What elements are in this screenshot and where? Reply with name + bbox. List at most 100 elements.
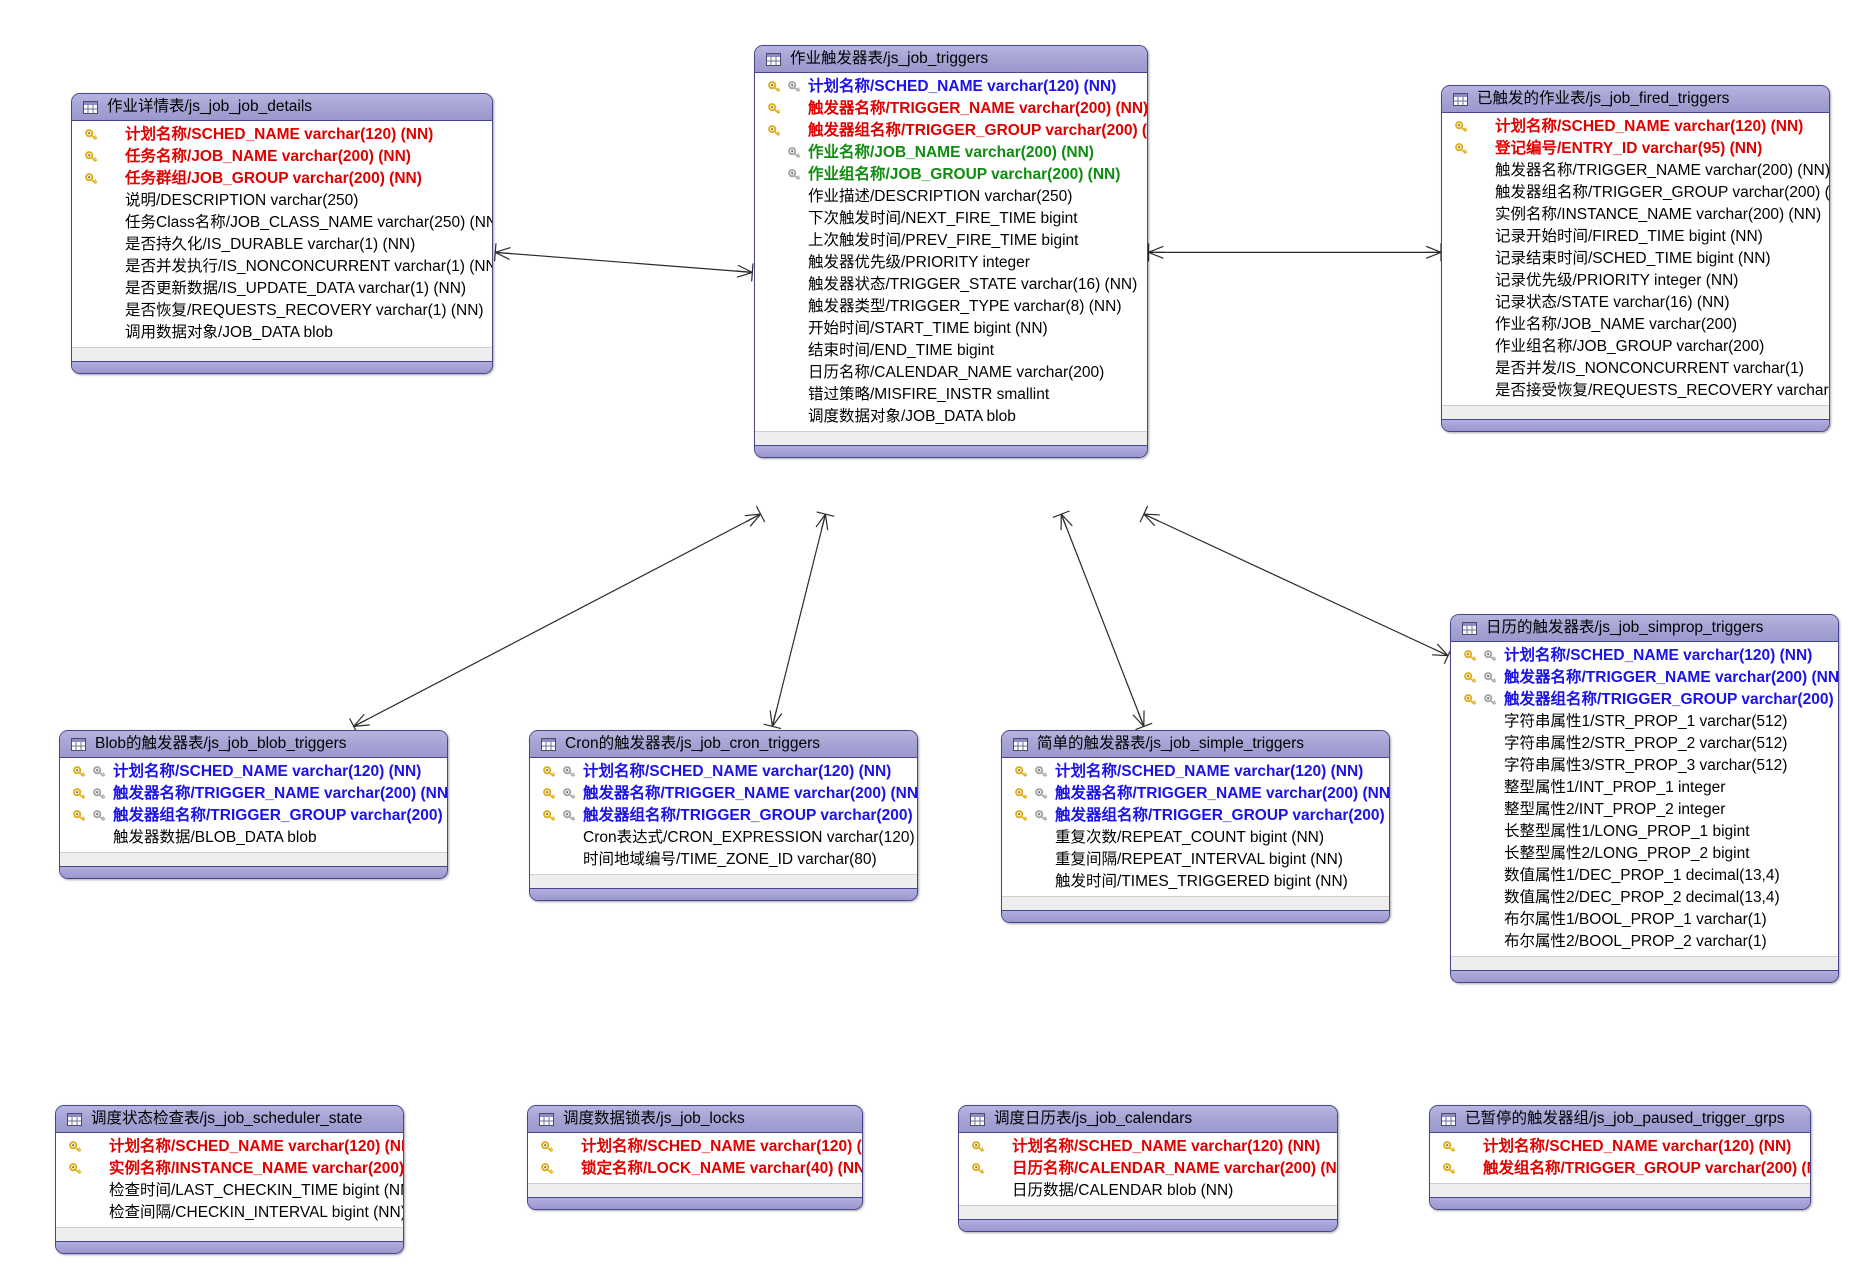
attribute-row[interactable]: 记录状态/STATE varchar(16) (NN): [1442, 292, 1829, 314]
attribute-row[interactable]: 检查间隔/CHECKIN_INTERVAL bigint (NN): [56, 1202, 403, 1224]
attribute-row[interactable]: 触发时间/TIMES_TRIGGERED bigint (NN): [1002, 871, 1389, 893]
attribute-row[interactable]: 计划名称/SCHED_NAME varchar(120) (NN): [72, 124, 492, 146]
entity-header: 简单的触发器表/js_job_simple_triggers: [1002, 731, 1389, 758]
attribute-row[interactable]: 是否更新数据/IS_UPDATE_DATA varchar(1) (NN): [72, 278, 492, 300]
attribute-row[interactable]: 上次触发时间/PREV_FIRE_TIME bigint: [755, 230, 1147, 252]
attribute-row[interactable]: 布尔属性2/BOOL_PROP_2 varchar(1): [1451, 931, 1838, 953]
attribute-row[interactable]: 重复次数/REPEAT_COUNT bigint (NN): [1002, 827, 1389, 849]
attribute-row[interactable]: 是否并发执行/IS_NONCONCURRENT varchar(1) (NN): [72, 256, 492, 278]
gold-key-icon: [81, 172, 101, 187]
attribute-row[interactable]: 是否并发/IS_NONCONCURRENT varchar(1): [1442, 358, 1829, 380]
attribute-row[interactable]: 登记编号/ENTRY_ID varchar(95) (NN): [1442, 138, 1829, 160]
attribute-row[interactable]: 调度数据对象/JOB_DATA blob: [755, 406, 1147, 428]
attribute-row[interactable]: 锁定名称/LOCK_NAME varchar(40) (NN): [528, 1158, 862, 1180]
attribute-row[interactable]: 计划名称/SCHED_NAME varchar(120) (NN): [1442, 116, 1829, 138]
attribute-row[interactable]: 触发器名称/TRIGGER_NAME varchar(200) (NN): [755, 98, 1147, 120]
attribute-row[interactable]: 计划名称/SCHED_NAME varchar(120) (NN): [1451, 645, 1838, 667]
attribute-row[interactable]: 任务Class名称/JOB_CLASS_NAME varchar(250) (N…: [72, 212, 492, 234]
attribute-row[interactable]: 检查时间/LAST_CHECKIN_TIME bigint (NN): [56, 1180, 403, 1202]
attribute-row[interactable]: Cron表达式/CRON_EXPRESSION varchar(120) (NN…: [530, 827, 917, 849]
attribute-row[interactable]: 任务名称/JOB_NAME varchar(200) (NN): [72, 146, 492, 168]
attribute-row[interactable]: 日历名称/CALENDAR_NAME varchar(200) (NN): [959, 1158, 1337, 1180]
attribute-row[interactable]: 触发器组名称/TRIGGER_GROUP varchar(200) (NN): [1442, 182, 1829, 204]
attribute-row[interactable]: 触发器组名称/TRIGGER_GROUP varchar(200) (NN): [1002, 805, 1389, 827]
attribute-row[interactable]: 作业描述/DESCRIPTION varchar(250): [755, 186, 1147, 208]
attribute-row[interactable]: 触发器状态/TRIGGER_STATE varchar(16) (NN): [755, 274, 1147, 296]
attribute-row[interactable]: 数值属性1/DEC_PROP_1 decimal(13,4): [1451, 865, 1838, 887]
attribute-row[interactable]: 是否恢复/REQUESTS_RECOVERY varchar(1) (NN): [72, 300, 492, 322]
attribute-row[interactable]: 作业组名称/JOB_GROUP varchar(200): [1442, 336, 1829, 358]
attribute-row[interactable]: 触发器名称/TRIGGER_NAME varchar(200) (NN): [1002, 783, 1389, 805]
attribute-row[interactable]: 触发器组名称/TRIGGER_GROUP varchar(200) (NN): [1451, 689, 1838, 711]
attribute-row[interactable]: 日历名称/CALENDAR_NAME varchar(200): [755, 362, 1147, 384]
attribute-row[interactable]: 触发器名称/TRIGGER_NAME varchar(200) (NN): [60, 783, 447, 805]
attribute-row[interactable]: 调用数据对象/JOB_DATA blob: [72, 322, 492, 344]
attribute-row[interactable]: 实例名称/INSTANCE_NAME varchar(200) (NN): [1442, 204, 1829, 226]
table-icon: [970, 1112, 985, 1126]
attribute-row[interactable]: 是否持久化/IS_DURABLE varchar(1) (NN): [72, 234, 492, 256]
attribute-row[interactable]: 作业组名称/JOB_GROUP varchar(200) (NN): [755, 164, 1147, 186]
attribute-row[interactable]: 计划名称/SCHED_NAME varchar(120) (NN): [1002, 761, 1389, 783]
attribute-row[interactable]: 整型属性1/INT_PROP_1 integer: [1451, 777, 1838, 799]
attribute-row[interactable]: 触发组名称/TRIGGER_GROUP varchar(200) (NN): [1430, 1158, 1810, 1180]
attribute-row[interactable]: 布尔属性1/BOOL_PROP_1 varchar(1): [1451, 909, 1838, 931]
attribute-row[interactable]: 结束时间/END_TIME bigint: [755, 340, 1147, 362]
attribute-row[interactable]: 任务群组/JOB_GROUP varchar(200) (NN): [72, 168, 492, 190]
attribute-row[interactable]: 时间地域编号/TIME_ZONE_ID varchar(80): [530, 849, 917, 871]
attribute-row[interactable]: 触发器优先级/PRIORITY integer: [755, 252, 1147, 274]
attribute-row[interactable]: 日历数据/CALENDAR blob (NN): [959, 1180, 1337, 1202]
attribute-row[interactable]: 重复间隔/REPEAT_INTERVAL bigint (NN): [1002, 849, 1389, 871]
attribute-row[interactable]: 触发器组名称/TRIGGER_GROUP varchar(200) (NN): [60, 805, 447, 827]
attribute-label: 记录开始时间/FIRED_TIME bigint (NN): [1495, 228, 1763, 245]
gold-key-icon: [539, 809, 559, 824]
entity-attribute-list: 计划名称/SCHED_NAME varchar(120) (NN)登记编号/EN…: [1442, 113, 1829, 405]
attribute-row[interactable]: 长整型属性2/LONG_PROP_2 bigint: [1451, 843, 1838, 865]
attribute-row[interactable]: 触发器名称/TRIGGER_NAME varchar(200) (NN): [1451, 667, 1838, 689]
attribute-row[interactable]: 触发器组名称/TRIGGER_GROUP varchar(200) (NN): [530, 805, 917, 827]
attribute-row[interactable]: 触发器类型/TRIGGER_TYPE varchar(8) (NN): [755, 296, 1147, 318]
attribute-row[interactable]: 字符串属性1/STR_PROP_1 varchar(512): [1451, 711, 1838, 733]
attribute-row[interactable]: 记录开始时间/FIRED_TIME bigint (NN): [1442, 226, 1829, 248]
attribute-row[interactable]: 计划名称/SCHED_NAME varchar(120) (NN): [56, 1136, 403, 1158]
entity-bottom-bar: [1002, 910, 1389, 922]
attribute-row[interactable]: 计划名称/SCHED_NAME varchar(120) (NN): [60, 761, 447, 783]
attribute-row[interactable]: 作业名称/JOB_NAME varchar(200): [1442, 314, 1829, 336]
attribute-row[interactable]: 是否接受恢复/REQUESTS_RECOVERY varchar(1): [1442, 380, 1829, 402]
attribute-row[interactable]: 说明/DESCRIPTION varchar(250): [72, 190, 492, 212]
attribute-row[interactable]: 触发器名称/TRIGGER_NAME varchar(200) (NN): [1442, 160, 1829, 182]
attribute-row[interactable]: 触发器数据/BLOB_DATA blob: [60, 827, 447, 849]
attribute-row[interactable]: 整型属性2/INT_PROP_2 integer: [1451, 799, 1838, 821]
attribute-row[interactable]: 长整型属性1/LONG_PROP_1 bigint: [1451, 821, 1838, 843]
attribute-row[interactable]: 作业名称/JOB_NAME varchar(200) (NN): [755, 142, 1147, 164]
attribute-row[interactable]: 实例名称/INSTANCE_NAME varchar(200) (NN): [56, 1158, 403, 1180]
attribute-row[interactable]: 记录优先级/PRIORITY integer (NN): [1442, 270, 1829, 292]
entity-job_simple_triggers[interactable]: 简单的触发器表/js_job_simple_triggers 计划名称/SCHED…: [1001, 730, 1390, 923]
attribute-row[interactable]: 计划名称/SCHED_NAME varchar(120) (NN): [755, 76, 1147, 98]
entity-bottom-bar: [1451, 970, 1838, 982]
attribute-row[interactable]: 触发器组名称/TRIGGER_GROUP varchar(200) (NN): [755, 120, 1147, 142]
attribute-row[interactable]: 计划名称/SCHED_NAME varchar(120) (NN): [959, 1136, 1337, 1158]
attribute-row[interactable]: 数值属性2/DEC_PROP_2 decimal(13,4): [1451, 887, 1838, 909]
attribute-row[interactable]: 错过策略/MISFIRE_INSTR smallint: [755, 384, 1147, 406]
attribute-row[interactable]: 触发器名称/TRIGGER_NAME varchar(200) (NN): [530, 783, 917, 805]
attribute-row[interactable]: 记录结束时间/SCHED_TIME bigint (NN): [1442, 248, 1829, 270]
attribute-row[interactable]: 下次触发时间/NEXT_FIRE_TIME bigint: [755, 208, 1147, 230]
attribute-row[interactable]: 计划名称/SCHED_NAME varchar(120) (NN): [530, 761, 917, 783]
attribute-row[interactable]: 开始时间/START_TIME bigint (NN): [755, 318, 1147, 340]
attribute-row[interactable]: 字符串属性2/STR_PROP_2 varchar(512): [1451, 733, 1838, 755]
gray-key-icon: [784, 146, 804, 161]
attribute-row[interactable]: 计划名称/SCHED_NAME varchar(120) (NN): [1430, 1136, 1810, 1158]
attribute-row[interactable]: 计划名称/SCHED_NAME varchar(120) (NN): [528, 1136, 862, 1158]
attribute-row[interactable]: 字符串属性3/STR_PROP_3 varchar(512): [1451, 755, 1838, 777]
